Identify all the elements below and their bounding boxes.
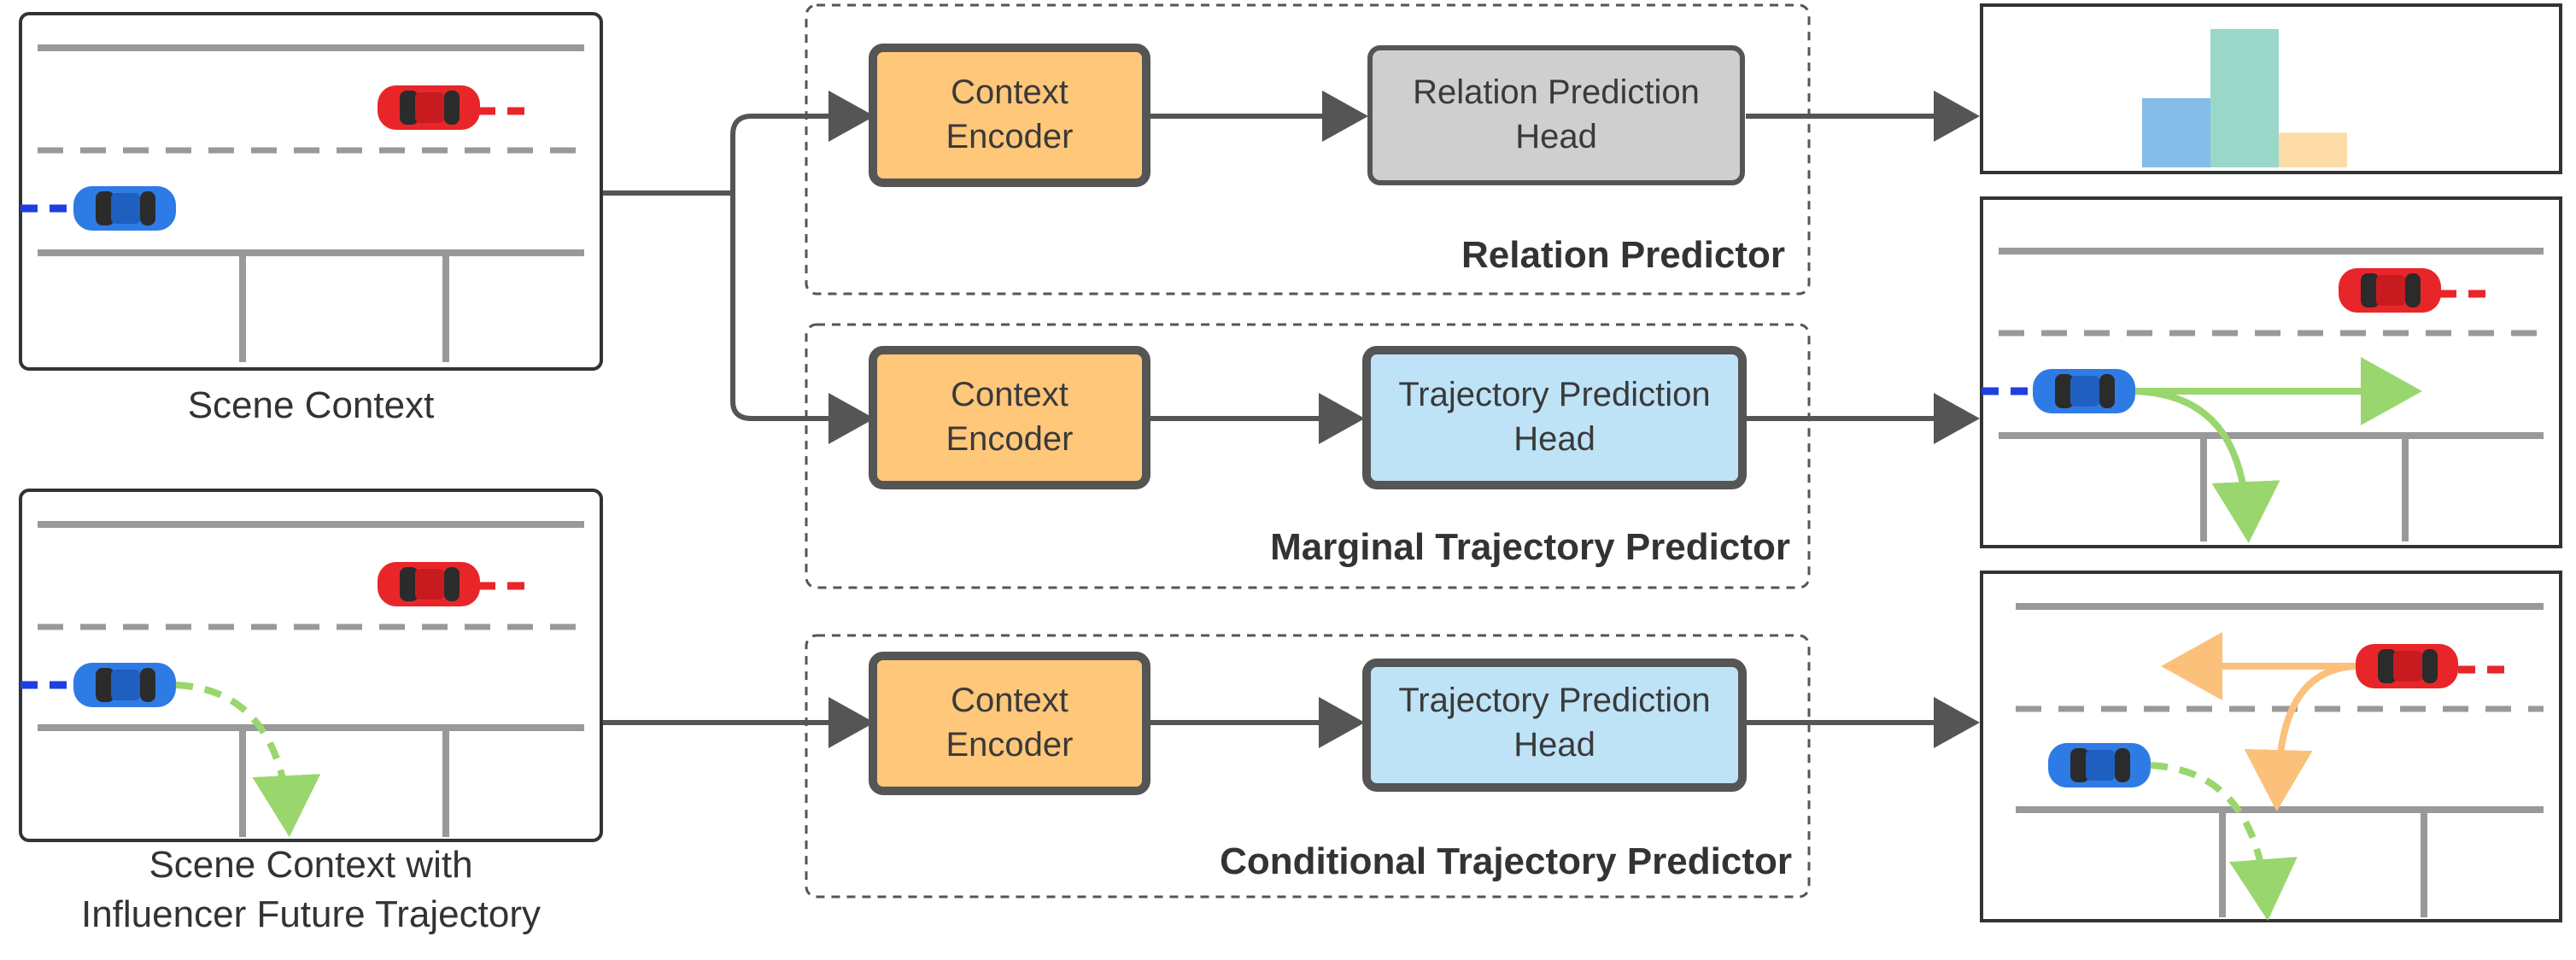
- blue-car-icon: [2048, 743, 2151, 787]
- marginal-trajectory-head-box: [1362, 346, 1747, 489]
- conditional-predictor-frame: [805, 634, 1811, 899]
- influencer-future-trajectory: [2150, 762, 2298, 921]
- relation-head-label-line2: Head: [1515, 118, 1597, 155]
- conditional-encoder-label-line2: Encoder: [946, 726, 1074, 764]
- red-car-icon: [378, 85, 480, 130]
- input-connectors: [603, 91, 875, 748]
- blue-car-icon: [73, 186, 176, 231]
- relation-predictor-title: Relation Predictor: [1461, 234, 1785, 276]
- relation-output-panel: [1980, 3, 2562, 174]
- relation-encoder-label-line2: Encoder: [946, 118, 1074, 155]
- marginal-context-encoder-box: [869, 346, 1150, 489]
- conditioned-scene-caption-line2: Influencer Future Trajectory: [80, 893, 541, 935]
- relation-bar-1: [2142, 98, 2210, 167]
- relation-probability-chart: [2142, 29, 2347, 167]
- conditional-output-panel: [1980, 571, 2562, 922]
- conditional-head-label-line1: Trajectory Prediction: [1398, 682, 1711, 719]
- arrow-to-marginal-encoder: [730, 193, 875, 444]
- conditioned-scene-panel: [19, 489, 603, 842]
- relation-bar-2: [2210, 29, 2279, 167]
- conditional-predictor-title: Conditional Trajectory Predictor: [1220, 840, 1792, 882]
- marginal-output-panel: [1980, 196, 2562, 548]
- marginal-predictor-title: Marginal Trajectory Predictor: [1270, 526, 1790, 568]
- marginal-encoder-label-line2: Encoder: [946, 420, 1074, 458]
- blue-car-icon: [73, 663, 176, 707]
- marginal-head-label-line2: Head: [1513, 420, 1595, 458]
- relation-context-encoder-box: [869, 44, 1150, 187]
- scene-context-caption: Scene Context: [187, 384, 435, 426]
- conditional-trajectory-head-box: [1362, 659, 1747, 792]
- marginal-encoder-label-line1: Context: [951, 376, 1068, 413]
- blue-car-icon: [2033, 369, 2135, 413]
- relation-head-label-line1: Relation Prediction: [1413, 73, 1700, 111]
- conditional-context-encoder-box: [869, 652, 1150, 795]
- relation-predictor-frame: [805, 3, 1811, 296]
- relation-encoder-label-line1: Context: [951, 73, 1068, 111]
- red-car-icon: [2339, 268, 2441, 313]
- marginal-head-label-line1: Trajectory Prediction: [1398, 376, 1711, 413]
- scene-context-panel: [19, 12, 603, 371]
- arrow-to-relation-encoder: [730, 91, 875, 193]
- relation-bar-3: [2279, 132, 2347, 167]
- conditional-encoder-label-line1: Context: [951, 682, 1068, 719]
- red-car-icon: [378, 562, 480, 606]
- relation-prediction-head-box: [1367, 45, 1745, 185]
- influencer-future-trajectory: [175, 682, 321, 837]
- predicted-trajectory-turn: [2134, 388, 2280, 543]
- conditional-trajectory-turn: [2244, 663, 2356, 811]
- conditional-head-label-line2: Head: [1513, 726, 1595, 764]
- red-car-icon: [2356, 644, 2458, 688]
- conditioned-scene-caption-line1: Scene Context with: [149, 844, 473, 886]
